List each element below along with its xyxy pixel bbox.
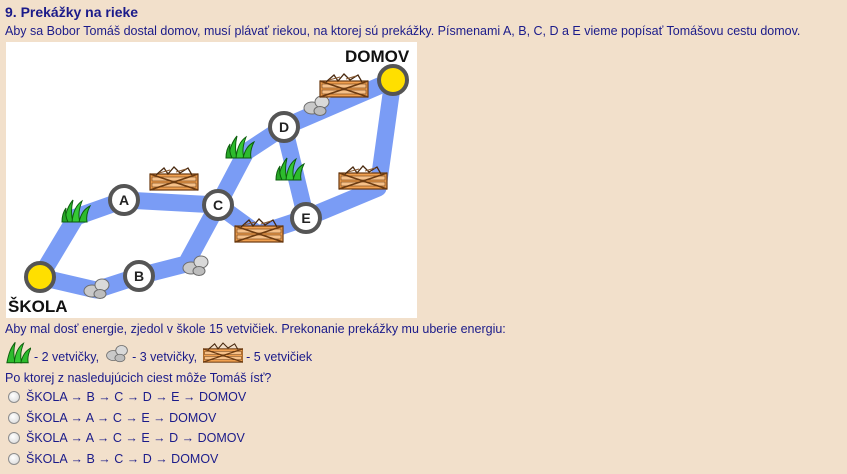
node-d-label: D — [279, 119, 289, 135]
node-b — [123, 260, 155, 292]
grass-icon — [6, 342, 31, 364]
answer-option-label: ŠKOLA → A → C → E → D → DOMOV — [26, 431, 245, 445]
node-d — [268, 111, 300, 143]
domov-label: DOMOV — [345, 47, 410, 66]
answer-option-label: ŠKOLA → B → C → D → E → DOMOV — [26, 390, 247, 404]
river-map: ŠKOLA DOMOV A B C D E — [6, 42, 417, 318]
rock-icon — [106, 345, 128, 363]
domov-point — [377, 64, 409, 96]
legend-fence-label: - 5 vetvičiek — [246, 350, 313, 364]
legend-grass-label: - 2 vetvičky, — [34, 350, 100, 364]
node-e-label: E — [301, 210, 310, 226]
radio-button[interactable] — [8, 453, 20, 465]
energy-text: Aby mal dosť energie, zjedol v škole 15 … — [5, 322, 506, 336]
legend: - 2 vetvičky, - 3 vetvičky, - 5 vetvičie… — [5, 340, 318, 366]
answer-option-2[interactable]: ŠKOLA → A → C → E → DOMOV — [8, 411, 216, 425]
legend-rock-label: - 3 vetvičky, — [132, 350, 198, 364]
question-text: Po ktorej z nasledujúcich ciest môže Tom… — [5, 371, 272, 385]
page-title: 9. Prekážky na rieke — [5, 4, 139, 20]
answer-option-3[interactable]: ŠKOLA → A → C → E → D → DOMOV — [8, 431, 245, 445]
answer-option-label: ŠKOLA → B → C → D → DOMOV — [26, 452, 219, 466]
radio-button[interactable] — [8, 432, 20, 444]
grass-icon — [225, 135, 255, 159]
skola-label: ŠKOLA — [8, 297, 68, 316]
task-intro: Aby sa Bobor Tomáš dostal domov, musí pl… — [5, 24, 801, 38]
answer-option-label: ŠKOLA → A → C → E → DOMOV — [26, 411, 217, 425]
node-a-label: A — [119, 192, 129, 208]
radio-button[interactable] — [8, 412, 20, 424]
node-a — [108, 184, 140, 216]
log-fence-icon — [149, 166, 199, 191]
log-fence-icon — [203, 342, 244, 363]
radio-button[interactable] — [8, 391, 20, 403]
node-c-label: C — [213, 197, 223, 213]
node-b-label: B — [134, 268, 144, 284]
answer-option-1[interactable]: ŠKOLA → B → C → D → E → DOMOV — [8, 390, 246, 404]
log-fence-icon — [319, 73, 369, 98]
rock-icon — [303, 95, 330, 116]
answer-option-4[interactable]: ŠKOLA → B → C → D → DOMOV — [8, 452, 218, 466]
skola-point — [24, 261, 56, 293]
node-c — [202, 189, 234, 221]
grass-icon — [61, 199, 91, 223]
node-e — [290, 202, 322, 234]
